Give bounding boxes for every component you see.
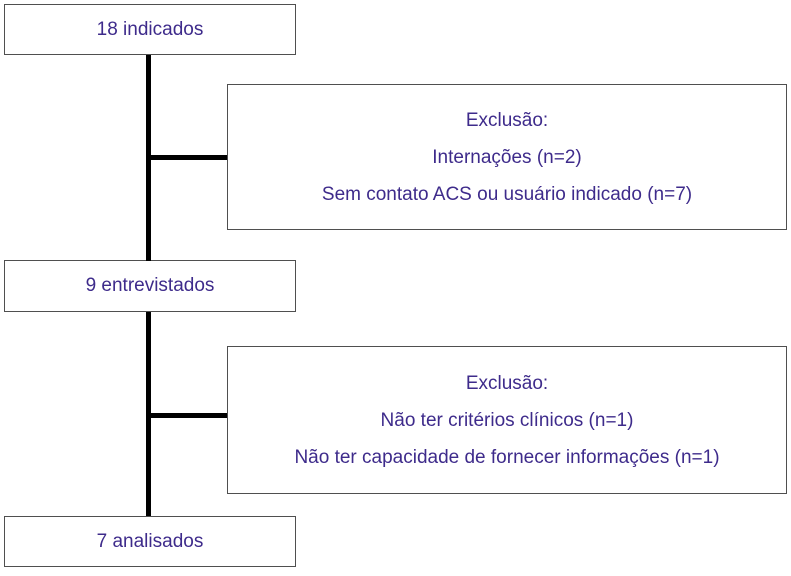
box-exclusion-2: Exclusão: Não ter critérios clínicos (n=… [227,346,787,494]
box-indicated-label: 18 indicados [96,18,204,40]
box-interviewed: 9 entrevistados [4,260,296,312]
exclusion-2-reason-2: Não ter capacidade de fornecer informaçõ… [294,446,720,468]
exclusion-1-title: Exclusão: [465,109,549,131]
box-exclusion-1: Exclusão: Internações (n=2) Sem contato … [227,84,787,230]
box-indicated: 18 indicados [4,4,296,55]
box-analyzed: 7 analisados [4,516,296,567]
exclusion-2-reason-1: Não ter critérios clínicos (n=1) [380,409,634,431]
connector-branch-to-exclusion-1 [146,155,227,160]
box-analyzed-label: 7 analisados [96,530,204,552]
exclusion-1-reason-1: Internações (n=2) [432,146,582,168]
exclusion-2-title: Exclusão: [465,372,549,394]
connector-branch-to-exclusion-2 [146,413,227,418]
box-interviewed-label: 9 entrevistados [85,275,215,296]
exclusion-1-reason-2: Sem contato ACS ou usuário indicado (n=7… [321,183,693,205]
